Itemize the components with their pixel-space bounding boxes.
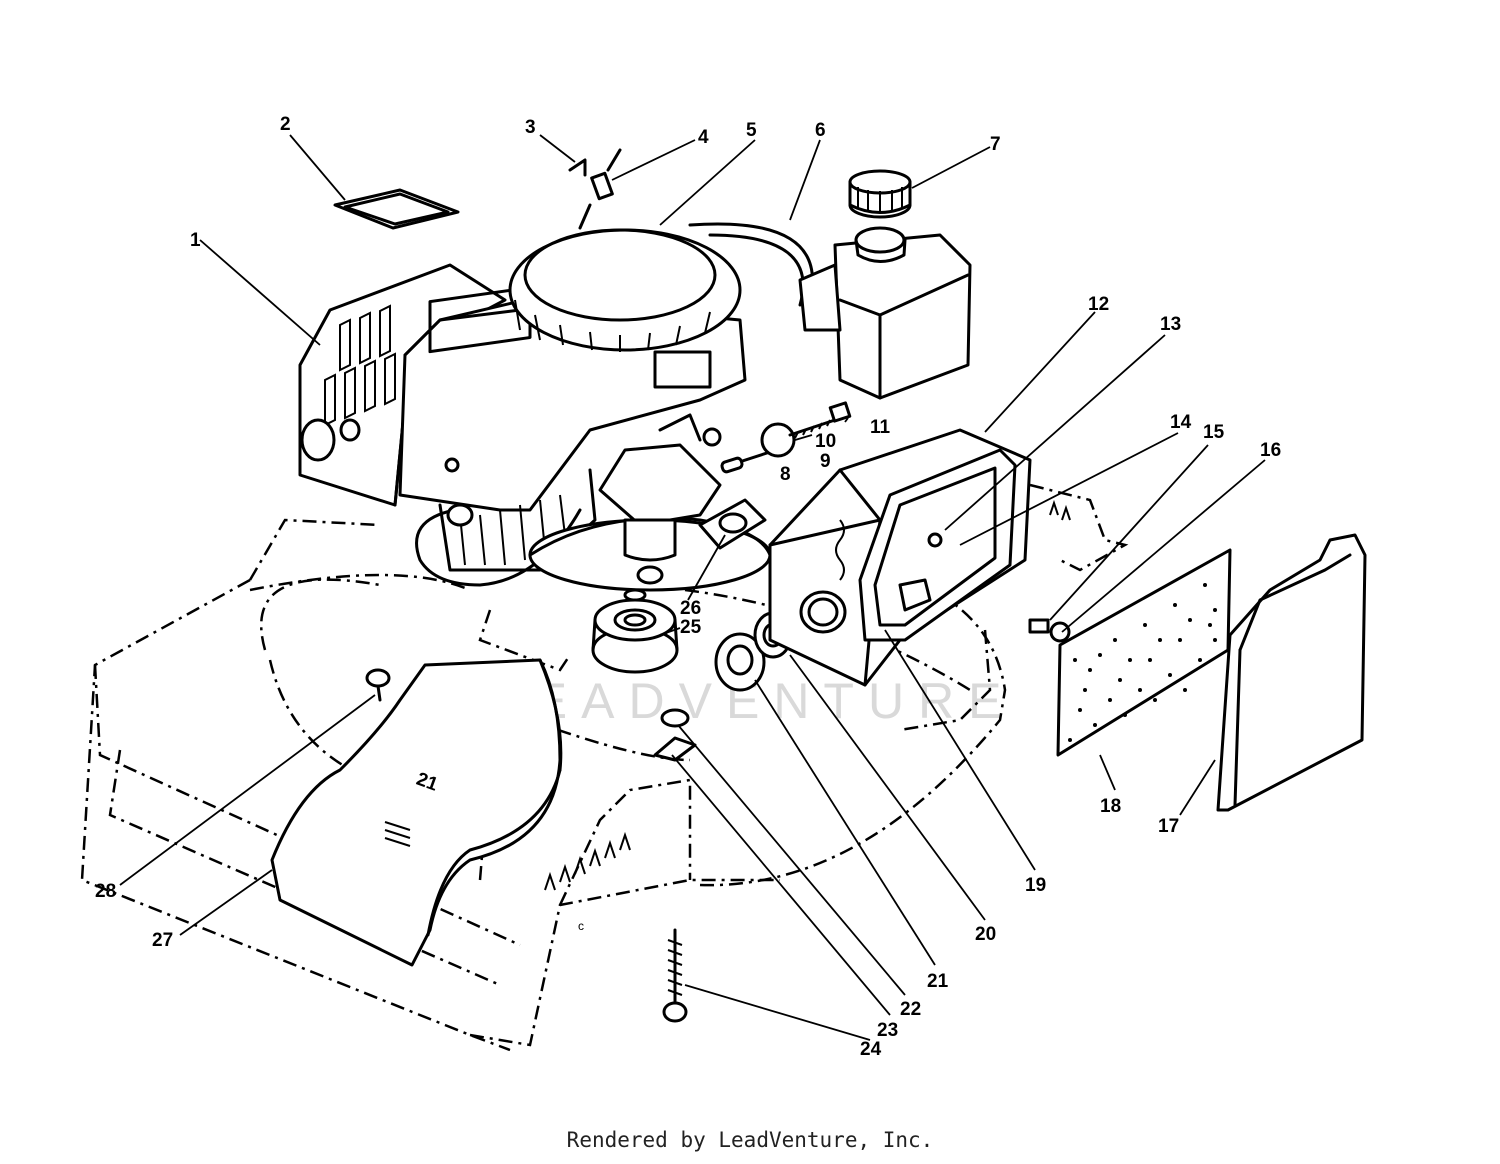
part-3-4-cable [568, 148, 622, 230]
part-17-air-cleaner-cover [1216, 533, 1367, 812]
label-8: 8 [780, 464, 791, 485]
label-13: 13 [1160, 314, 1181, 335]
part-26-gasket [698, 498, 767, 550]
engine [298, 222, 817, 592]
label-14: 14 [1170, 412, 1192, 433]
label-10: 10 [815, 431, 836, 452]
label-23: 23 [877, 1020, 898, 1041]
part-18-air-filter [1056, 548, 1232, 757]
carburetor [598, 413, 722, 585]
label-15: 15 [1203, 422, 1225, 443]
label-26: 26 [680, 598, 701, 619]
label-4: 4 [698, 127, 709, 148]
label-1: 1 [190, 230, 201, 251]
label-24: 24 [860, 1039, 882, 1060]
label-11: 11 [870, 417, 891, 438]
leader-lines [119, 134, 1266, 1041]
label-20: 20 [975, 924, 996, 945]
label-5: 5 [746, 120, 757, 141]
label-9: 9 [820, 451, 831, 472]
label-22: 22 [900, 999, 921, 1020]
part-25-pulley [591, 588, 679, 674]
label-12: 12 [1088, 294, 1109, 315]
label-7: 7 [990, 134, 1001, 155]
part-7-fuel-cap [848, 169, 912, 219]
discharge-deflector: 21 [270, 658, 563, 967]
part-6-fuel-tank [798, 226, 972, 400]
part-15-16-nut [1028, 618, 1071, 643]
label-18: 18 [1100, 796, 1121, 817]
label-27: 27 [152, 930, 173, 951]
label-28: 28 [95, 881, 116, 902]
part-2-gasket [333, 188, 460, 230]
label-2: 2 [280, 114, 291, 135]
label-17: 17 [1158, 816, 1179, 837]
svg-text:c: c [578, 919, 584, 933]
label-6: 6 [815, 120, 826, 141]
part-12-air-cleaner-housing [768, 428, 1032, 687]
label-25: 25 [680, 617, 702, 638]
part-24-screw [662, 928, 688, 1023]
part-labels: 1 2 3 4 5 6 7 8 9 10 11 12 13 14 15 16 1… [95, 114, 1281, 1060]
part-28-screw [365, 668, 391, 702]
footer-credit: Rendered by LeadVenture, Inc. [566, 1128, 934, 1152]
label-19: 19 [1025, 875, 1046, 896]
label-16: 16 [1260, 440, 1281, 461]
label-21: 21 [927, 971, 949, 992]
label-3: 3 [525, 117, 536, 138]
part-22-23-fastener [653, 708, 697, 762]
part-8-11-hardware [720, 401, 852, 474]
